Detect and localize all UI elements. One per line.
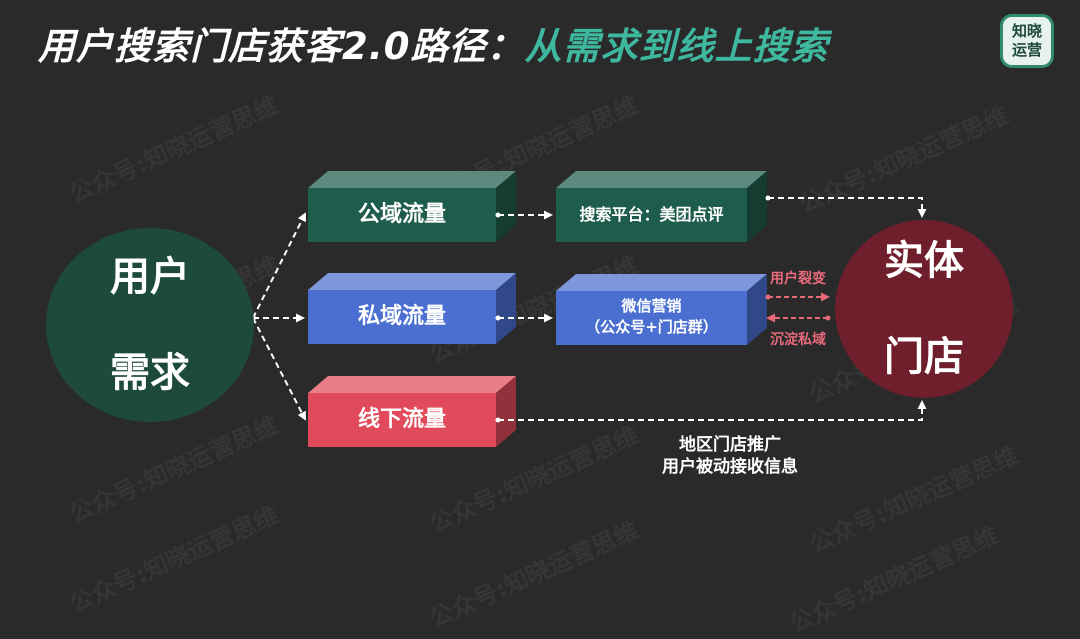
- dot-search-start: [765, 195, 771, 201]
- search-platform-box: [556, 171, 767, 242]
- box-top: [308, 273, 516, 290]
- logo-line-2: 运营: [1011, 41, 1042, 59]
- title-accent: 从需求到线上搜索: [524, 25, 829, 68]
- dot-offline-start: [495, 417, 501, 423]
- dot-public-start: [495, 212, 501, 218]
- box-top: [308, 171, 516, 188]
- user-demand-node: 用户 需求: [46, 228, 254, 422]
- fission-label: 用户裂变: [770, 271, 826, 287]
- box-side: [496, 376, 516, 447]
- retention-label: 沉淀私域: [770, 332, 826, 348]
- box-front: [308, 393, 496, 447]
- public-channel-label: 公域流量: [357, 202, 446, 227]
- logo-line-1: 知晓: [1011, 22, 1042, 40]
- arrow-search-to-store: [768, 197, 927, 218]
- offline-channel-label: 线下流量: [357, 407, 446, 432]
- offline-flow-label: 地区门店推广 用户被动接收信息: [620, 434, 840, 478]
- title-main: 用户搜索门店获客2.0路径：: [38, 25, 525, 68]
- box-front: [556, 188, 747, 242]
- box-side: [496, 171, 516, 242]
- box-side: [496, 273, 516, 344]
- brand-logo: 知晓 运营: [1000, 14, 1054, 68]
- store-node-line-2: 门店: [884, 334, 964, 380]
- box-top: [308, 376, 516, 393]
- flow-diagram: [250, 171, 927, 447]
- box-front: [308, 290, 496, 344]
- wechat-platform-box: [556, 274, 767, 345]
- offline-channel-box: [308, 376, 516, 447]
- public-channel-box: [308, 171, 516, 242]
- wechat-line-2: （公众号+门店群）: [585, 318, 718, 336]
- physical-store-node: 实体 门店: [835, 220, 1013, 398]
- box-side: [747, 274, 767, 345]
- user-node-line-1: 用户: [110, 254, 190, 300]
- search-platform-label: 搜索平台：美团点评: [579, 205, 724, 224]
- wechat-platform-label: 微信营销 （公众号+门店群）: [556, 296, 747, 338]
- wechat-line-1: 微信营销: [621, 297, 682, 315]
- box-side: [747, 171, 767, 242]
- private-channel-box: [308, 273, 516, 344]
- box-top: [556, 274, 767, 291]
- arrow-demand-to-public: [252, 212, 306, 319]
- offline-flow-line-2: 用户被动接收信息: [662, 457, 798, 477]
- user-node-line-2: 需求: [110, 350, 190, 396]
- dot-private-start: [495, 315, 501, 321]
- arrow-offline-to-store: [498, 400, 927, 421]
- box-front: [556, 291, 747, 345]
- offline-flow-line-1: 地区门店推广: [679, 435, 781, 455]
- arrow-demand-to-offline: [252, 317, 306, 421]
- dot-retention-start: [825, 315, 831, 321]
- box-front: [308, 188, 496, 242]
- page-title: 用户搜索门店获客2.0路径：从需求到线上搜索: [38, 16, 829, 70]
- dot-fission-start: [765, 294, 771, 300]
- private-channel-label: 私域流量: [357, 304, 446, 329]
- box-top: [556, 171, 767, 188]
- store-node-line-1: 实体: [884, 238, 964, 284]
